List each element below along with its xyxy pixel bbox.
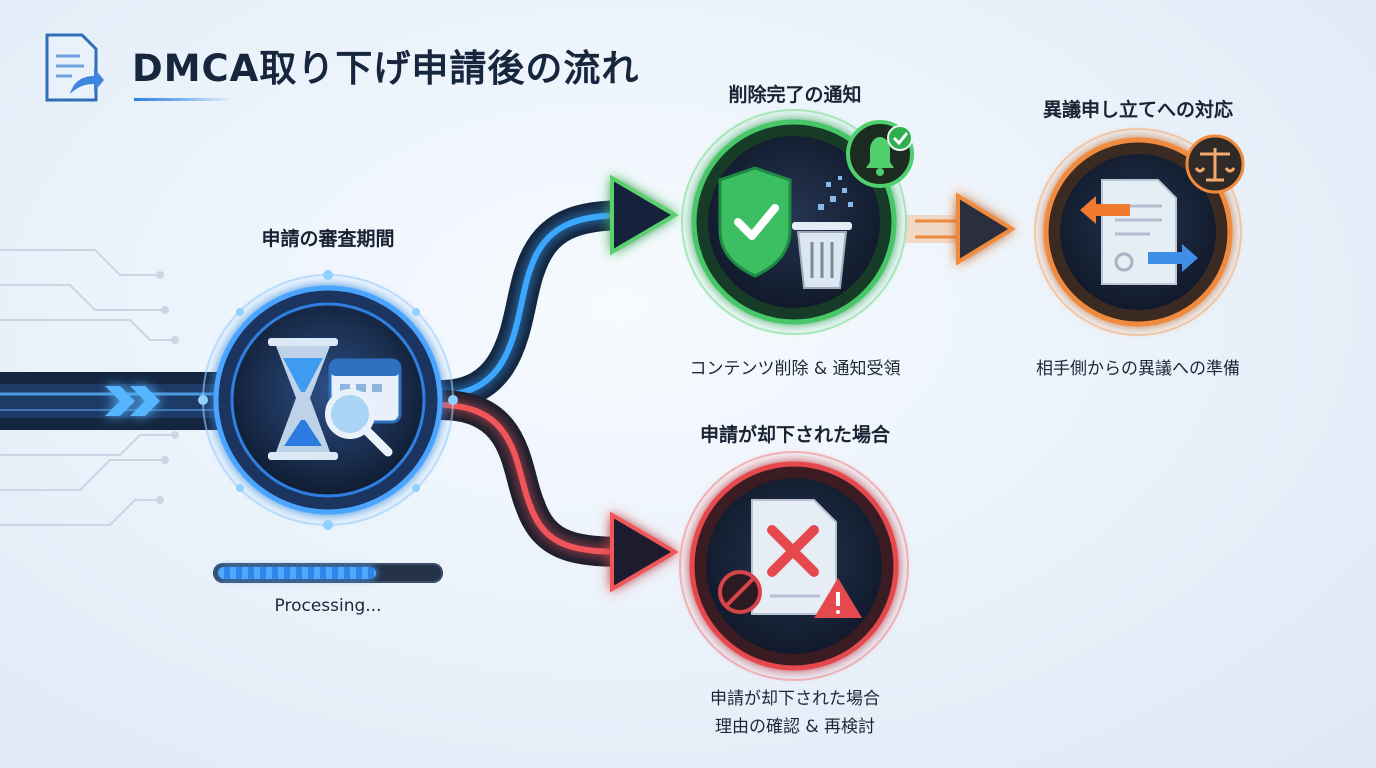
review-heading: 申請の審査期間 <box>261 228 395 250</box>
arrow-to-rejected-icon <box>610 511 679 593</box>
counter-heading: 異議申し立てへの対応 <box>1042 99 1233 121</box>
exchange-arrows-icon <box>1080 196 1198 272</box>
review-progress-bar <box>213 563 443 583</box>
document-x-icon <box>751 499 837 615</box>
document-send-icon <box>45 33 104 102</box>
hourglass-icon <box>268 338 338 460</box>
bell-check-icon <box>846 120 914 188</box>
branch-to-rejected <box>439 390 631 567</box>
arrow-to-counter-icon <box>905 192 1016 266</box>
review-node <box>198 270 458 530</box>
shield-check-icon <box>718 166 792 278</box>
processing-label: Processing... <box>274 596 382 616</box>
magnifier-icon <box>325 389 393 457</box>
warning-icon <box>814 578 862 618</box>
chevron-arrows-icon <box>105 386 160 416</box>
counter-node <box>1034 128 1245 336</box>
counter-caption: 相手側からの異議への準備 <box>1036 359 1240 379</box>
dissolve-particles <box>818 176 853 210</box>
rejected-caption-line2: 理由の確認 & 再検討 <box>714 717 876 737</box>
prohibited-icon <box>718 570 762 614</box>
rejected-caption-line1: 申請が却下された場合 <box>710 689 880 709</box>
page-title: DMCA取り下げ申請後の流れ <box>132 47 640 90</box>
trash-icon <box>792 222 852 289</box>
review-progress-fill <box>218 567 376 579</box>
arrow-to-removed-icon <box>610 174 679 256</box>
document-icon <box>1101 179 1177 285</box>
branch-to-removed <box>439 200 631 410</box>
title-icon <box>44 32 104 104</box>
removed-node <box>681 109 914 335</box>
rejected-heading: 申請が却下された場合 <box>699 424 890 446</box>
removed-caption: コンテンツ削除 & 通知受領 <box>689 359 901 379</box>
removed-heading: 削除完了の通知 <box>728 84 862 106</box>
rejected-node <box>679 451 909 681</box>
scales-icon <box>1185 134 1245 194</box>
title-underline <box>134 98 234 101</box>
